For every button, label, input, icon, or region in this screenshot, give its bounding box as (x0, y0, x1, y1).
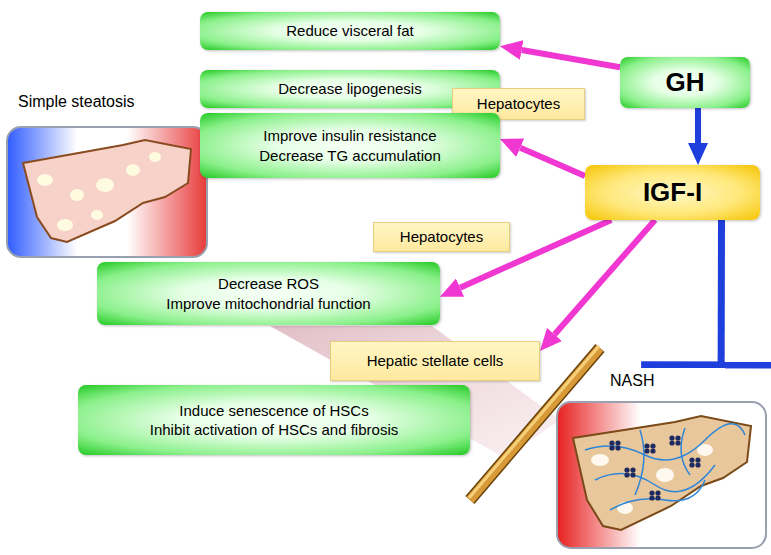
activation-arrow (555, 220, 655, 334)
liver-panel: NASH (555, 365, 768, 553)
activation-arrow (522, 50, 620, 67)
panel-heading: NASH (610, 371, 654, 390)
node-text: Decrease TG accumulation (259, 146, 440, 166)
hormone-box: IGF-I (585, 165, 760, 220)
node-text: Improve insulin resistance (263, 126, 436, 146)
liver-panel: Simple steatosis (5, 92, 215, 262)
effect-box: Decrease ROSImprove mitochondrial functi… (97, 262, 440, 325)
node-text: Induce senescence of HSCs (179, 401, 368, 421)
panel-heading: Simple steatosis (18, 92, 135, 111)
node-text: Improve mitochondrial function (166, 294, 370, 314)
node-text: Reduce visceral fat (286, 21, 414, 41)
effect-box: Reduce visceral fat (200, 12, 500, 50)
node-text: Hepatocytes (477, 94, 560, 114)
node-text: Decrease lipogenesis (278, 79, 421, 99)
activation-arrow (520, 148, 585, 176)
cell-type-label: Hepatocytes (373, 222, 510, 252)
cell-type-label: Hepatic stellate cells (330, 341, 540, 381)
effect-box: Induce senescence of HSCsInhibit activat… (78, 385, 470, 455)
nash-liver-illustration (555, 400, 768, 550)
steatosis-liver-illustration (5, 125, 210, 260)
stimulation-arrow (695, 108, 701, 143)
hormone-box: GH (620, 57, 750, 108)
node-text: IGF-I (643, 176, 702, 210)
node-text: Decrease ROS (218, 274, 319, 294)
node-text: Inhibit activation of HSCs and fibrosis (150, 420, 398, 440)
inhibition-line (718, 220, 725, 365)
node-text: Hepatocytes (400, 227, 483, 247)
effect-box: Improve insulin resistanceDecrease TG ac… (200, 113, 500, 178)
node-text: GH (666, 66, 705, 100)
node-text: Hepatic stellate cells (367, 351, 504, 371)
